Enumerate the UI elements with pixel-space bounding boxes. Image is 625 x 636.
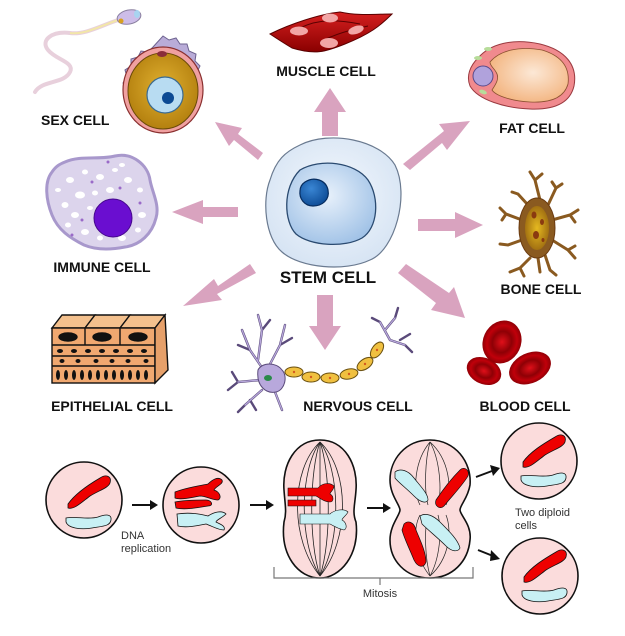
- arrow-dna-replication: [132, 500, 158, 510]
- arrow-to-immune-cell: [172, 200, 238, 224]
- stem-cell-nucleus: [299, 178, 329, 207]
- arrow-to-blood-cell: [398, 264, 465, 318]
- arrow-to-daughter-bottom: [477, 549, 500, 561]
- immune-cell: [45, 153, 159, 251]
- mitosis-bracket: [273, 567, 474, 585]
- epithelial-cell: [50, 313, 169, 385]
- epithelial-cell-label: EPITHELIAL CELL: [51, 398, 173, 414]
- arrow-to-bone-cell: [418, 212, 483, 238]
- blood-cell-label: BLOOD CELL: [480, 398, 571, 414]
- nervous-cell-label: NERVOUS CELL: [303, 398, 413, 414]
- vacuoles: [55, 163, 146, 241]
- immune-cell-nucleus: [93, 198, 133, 238]
- fat-cell-label: FAT CELL: [499, 120, 565, 136]
- arrow-to-nervous-cell: [309, 295, 341, 350]
- metaphase-cell: [282, 439, 358, 579]
- dna-label: DNA: [121, 530, 145, 542]
- replicated-cell: [162, 466, 240, 544]
- two-diploid-label: Two diploid: [515, 507, 570, 519]
- arrow-to-fat-cell: [403, 121, 470, 170]
- replication-label: replication: [121, 543, 171, 555]
- muscle-cell: [269, 11, 394, 53]
- sex-cell: [33, 9, 204, 134]
- bone-cell-label: BONE CELL: [501, 281, 582, 297]
- arrow-to-daughter-top: [475, 465, 500, 478]
- stem-cell: [265, 137, 402, 268]
- sex-cell-label: SEX CELL: [41, 112, 110, 128]
- sperm-icon: [33, 9, 142, 94]
- egg-cell-icon: [122, 35, 204, 134]
- bone-cell: [498, 170, 580, 278]
- arrow-to-muscle: [314, 88, 346, 136]
- arrow-icon: [383, 503, 391, 513]
- fat-cell: [467, 41, 576, 110]
- daughter-cell-bottom: [501, 537, 579, 615]
- arrow-to-sex-cell: [215, 122, 263, 160]
- daughter-cell-top: [500, 422, 578, 500]
- anaphase-cell: [389, 439, 471, 579]
- cells-label: cells: [515, 520, 538, 532]
- blood-cell: [466, 320, 551, 386]
- muscle-cell-label: MUSCLE CELL: [276, 63, 376, 79]
- immune-cell-label: IMMUNE CELL: [53, 259, 151, 275]
- arrow-icon: [266, 500, 274, 510]
- mitosis-diagram: DNA replication: [45, 422, 579, 615]
- stem-cell-label: STEM CELL: [280, 268, 376, 287]
- arrow-to-epithelial-cell: [183, 264, 256, 306]
- mitosis-label: Mitosis: [363, 588, 398, 600]
- nervous-cell: [226, 306, 414, 414]
- parent-cell: [45, 461, 123, 539]
